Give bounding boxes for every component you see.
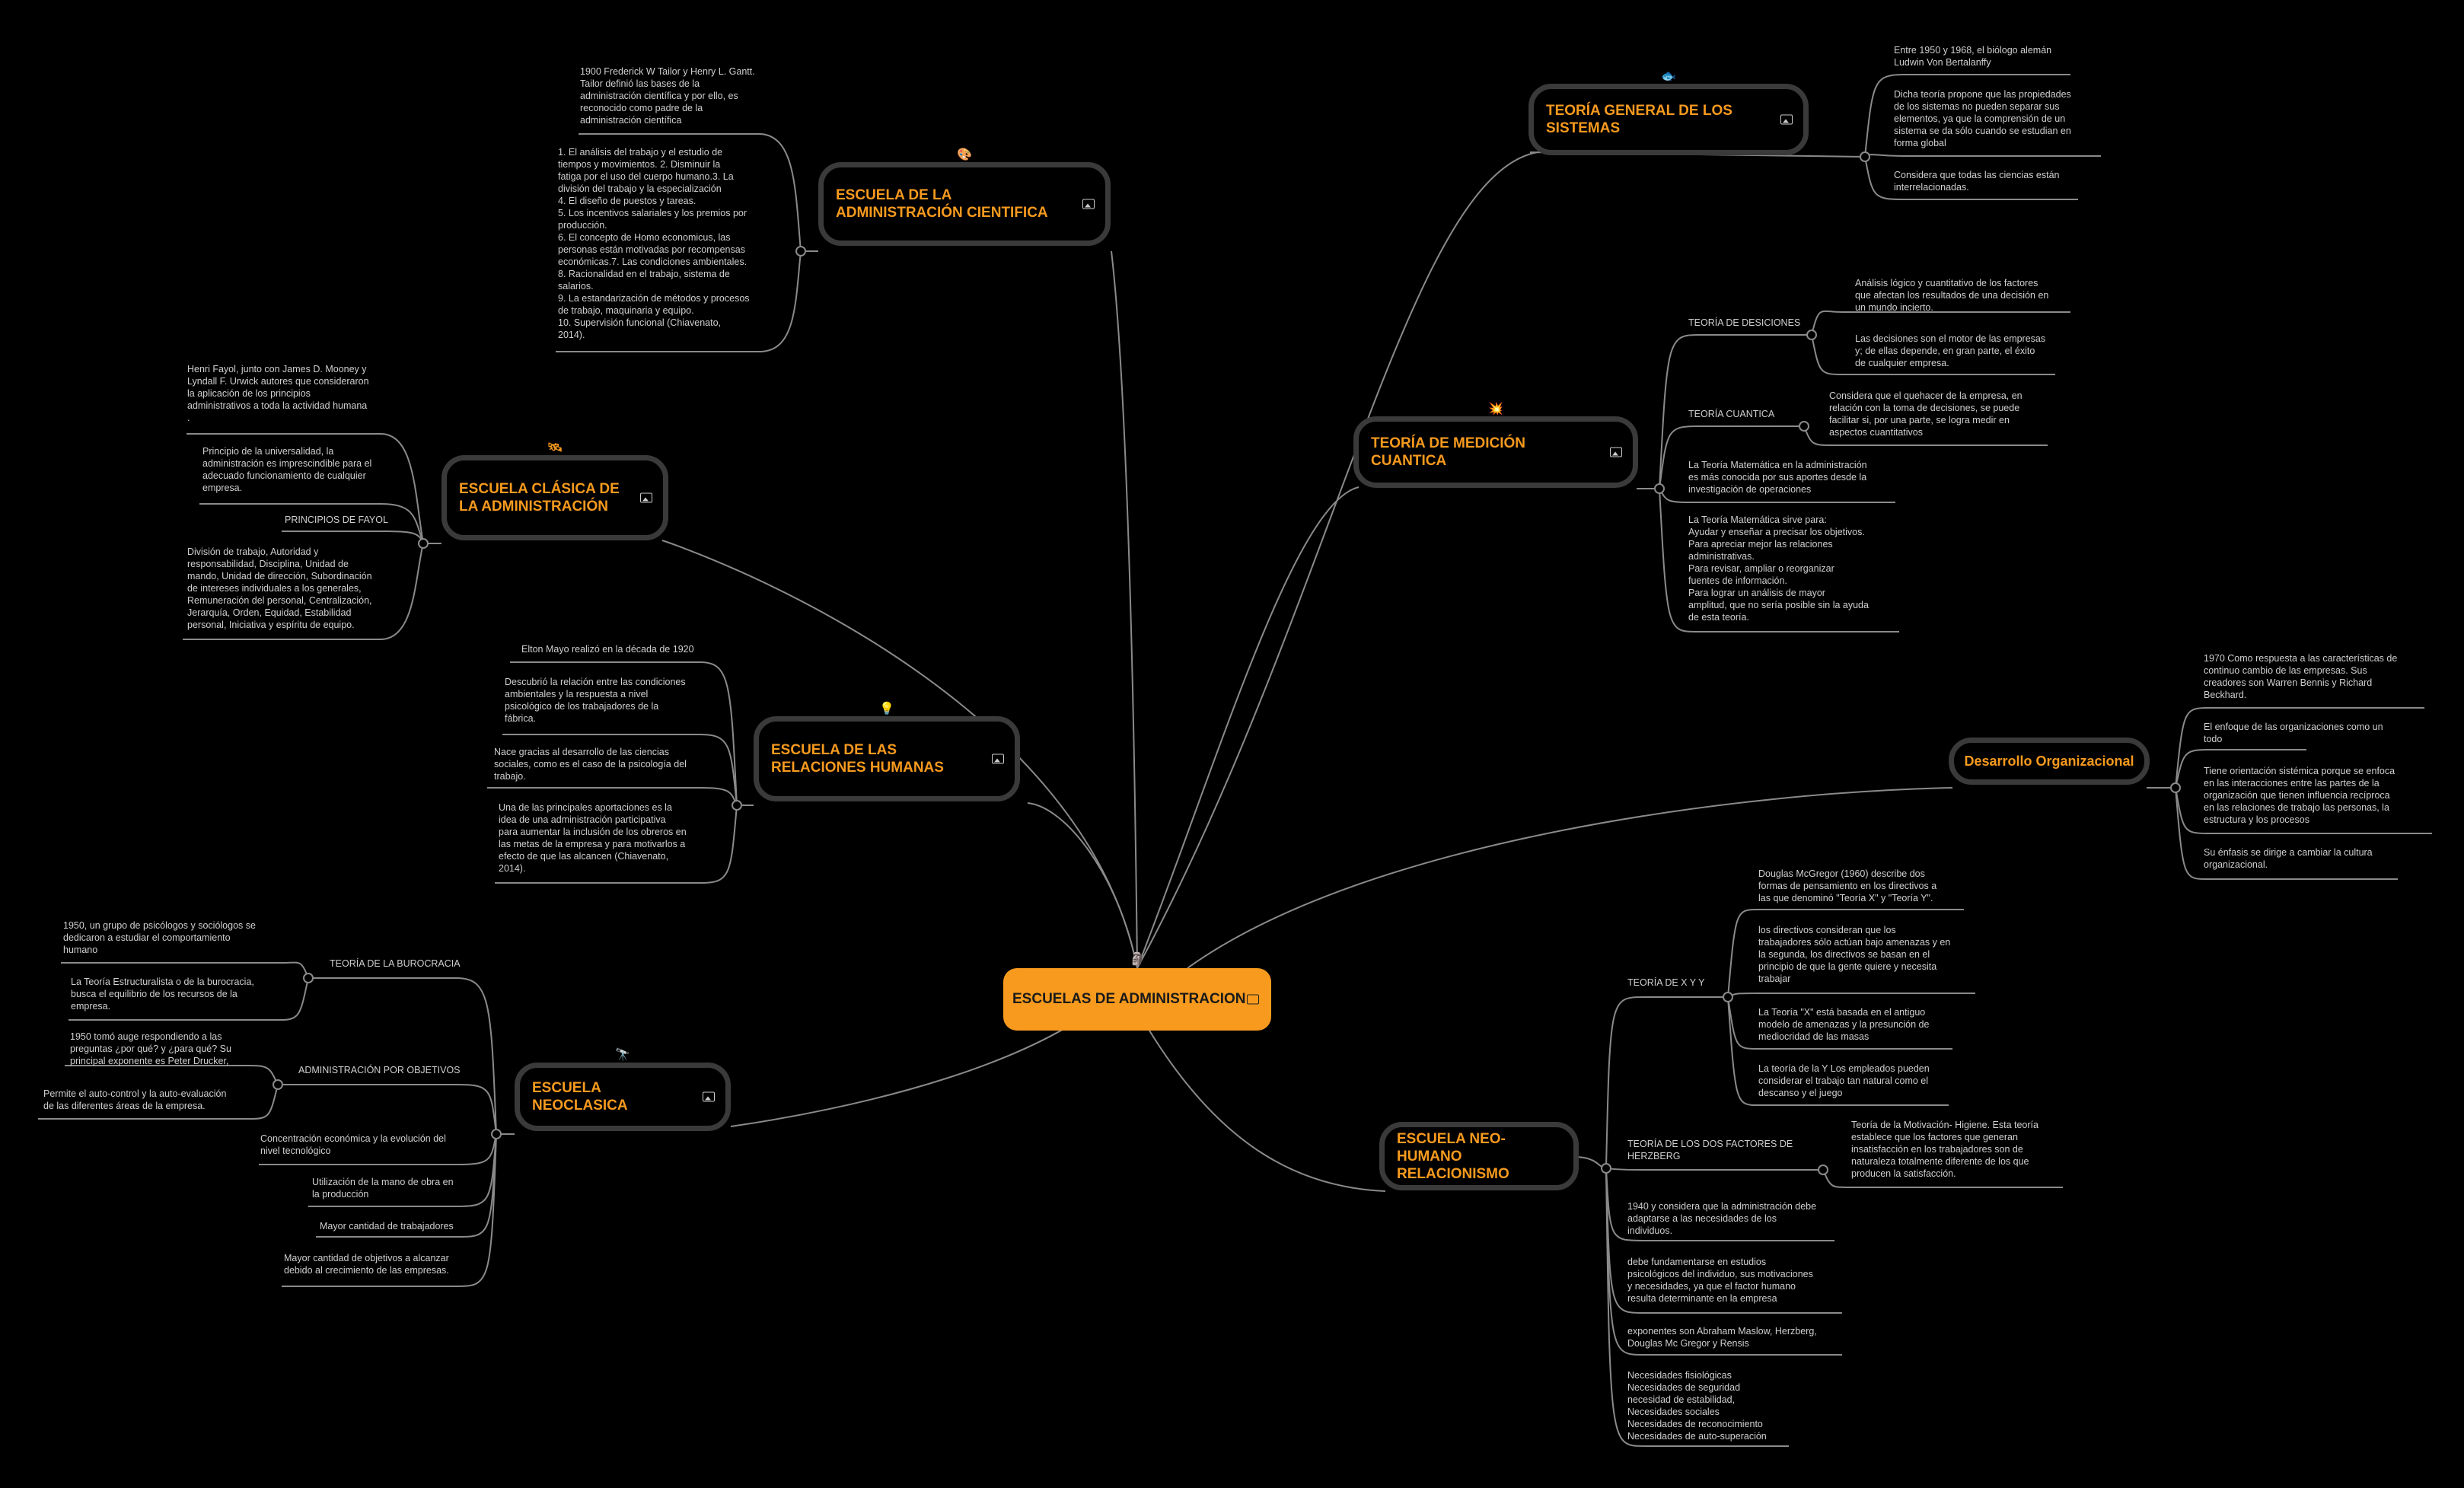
leaf-text: Elton Mayo realizó en la década de 1920 xyxy=(521,644,694,655)
leaf-text: 1950, un grupo de psicólogos y sociólogo… xyxy=(63,920,256,955)
image-icon[interactable] xyxy=(1780,114,1793,125)
image-icon[interactable] xyxy=(1247,994,1259,1005)
leaf-text: Mayor cantidad de objetivos a alcanzar d… xyxy=(284,1253,449,1276)
node-title: TEORÍA DE MEDICIÓN CUANTICA xyxy=(1371,435,1526,469)
palette-emoji-icon: 🎨 xyxy=(957,148,972,161)
node-title: ESCUELA NEO-HUMANO RELACIONISMO xyxy=(1397,1130,1509,1182)
leaf-text: Teoría de la Motivación- Higiene. Esta t… xyxy=(1851,1120,2038,1179)
leaf-text: Análisis lógico y cuantitativo de los fa… xyxy=(1855,278,2049,313)
leaf-text: La Teoría Matemática en la administració… xyxy=(1688,460,1867,495)
fish-emoji-icon: 🐟 xyxy=(1661,70,1676,83)
leaf-text: El enfoque de las organizaciones como un… xyxy=(2204,722,2383,744)
image-icon[interactable] xyxy=(1610,447,1622,457)
bulb-emoji-icon: 💡 xyxy=(879,703,894,715)
leaf-text: La Teoría Estructuralista o de la burocr… xyxy=(71,977,254,1012)
subtopic-objetivos[interactable]: ADMINISTRACIÓN POR OBJETIVOS xyxy=(298,1065,461,1075)
root-node[interactable]: 🗿 ESCUELAS DE ADMINISTRACION xyxy=(1003,953,1271,1031)
image-icon[interactable] xyxy=(1082,199,1095,209)
leaf-text: Tiene orientación sistémica porque se en… xyxy=(2204,766,2395,825)
leaf-text: Entre 1950 y 1968, el biólogo alemán Lud… xyxy=(1894,45,2052,68)
node-escuela-neoclasica[interactable]: 🔭 ESCUELA NEOCLASICA xyxy=(515,1049,731,1131)
leaf-text: Utilización de la mano de obra en la pro… xyxy=(312,1177,454,1200)
leaf-text: Las decisiones son el motor de las empre… xyxy=(1855,333,2046,368)
leaf-text: exponentes son Abraham Maslow, Herzberg,… xyxy=(1627,1326,1817,1349)
leaf-text: La Teoría "X" está basada en el antiguo … xyxy=(1758,1007,1930,1042)
leaf-text: Necesidades fisiológicas Necesidades de … xyxy=(1627,1370,1767,1442)
subtopic-label: PRINCIPIOS DE FAYOL xyxy=(285,515,388,525)
subtopic-desiciones[interactable]: TEORÍA DE DESICIONES xyxy=(1688,317,1801,328)
node-escuela-neo-humano[interactable]: ESCUELA NEO-HUMANO RELACIONISMO xyxy=(1379,1122,1579,1190)
node-escuela-clasica[interactable]: 🛰 ESCUELA CLÁSICA DE LA ADMINISTRACIÓN xyxy=(441,441,668,540)
leaf-text: Una de las principales aportaciones es l… xyxy=(499,802,687,874)
leaf-text: 1. El análisis del trabajo y el estudio … xyxy=(558,147,750,340)
leaf-text: 1950 tomó auge respondiendo a las pregun… xyxy=(70,1031,231,1066)
node-title: ESCUELA CLÁSICA DE LA ADMINISTRACIÓN xyxy=(459,481,620,515)
leaf-text: Concentración económica y la evolución d… xyxy=(260,1133,446,1156)
node-teoria-sistemas[interactable]: 🐟 TEORÍA GENERAL DE LOS SISTEMAS xyxy=(1528,70,1809,155)
leaf-text: Su énfasis se dirige a cambiar la cultur… xyxy=(2204,847,2373,870)
leaf-text: Henri Fayol, junto con James D. Mooney y… xyxy=(187,364,369,423)
telescope-emoji-icon: 🔭 xyxy=(615,1049,630,1062)
node-title: ESCUELA DE LAS RELACIONES HUMANAS xyxy=(771,742,944,776)
node-escuela-cientifica[interactable]: 🎨 ESCUELA DE LA ADMINISTRACIÓN CIENTIFIC… xyxy=(818,148,1111,246)
node-title: ESCUELA DE LA ADMINISTRACIÓN CIENTIFICA xyxy=(836,187,1048,221)
leaf-text: Mayor cantidad de trabajadores xyxy=(320,1221,454,1232)
node-desarrollo-organizacional[interactable]: Desarrollo Organizacional xyxy=(1949,738,2150,785)
leaf-text: Considera que todas las ciencias están i… xyxy=(1894,170,2060,193)
leaf-text: Douglas McGregor (1960) describe dos for… xyxy=(1758,868,1937,903)
subtopic-x-y[interactable]: TEORÍA DE X Y Y xyxy=(1627,977,1705,988)
leaf-text: Permite el auto-control y la auto-evalua… xyxy=(43,1088,227,1111)
node-title: Desarrollo Organizacional xyxy=(1964,753,2134,769)
leaf-text: los directivos consideran que los trabaj… xyxy=(1758,925,1951,984)
image-icon[interactable] xyxy=(703,1091,715,1102)
node-title: ESCUELA NEOCLASICA xyxy=(532,1080,628,1114)
leaf-text: La teoría de la Y Los empleados pueden c… xyxy=(1758,1063,1930,1098)
node-escuela-relaciones-humanas[interactable]: 💡 ESCUELA DE LAS RELACIONES HUMANAS xyxy=(754,703,1020,801)
satellite-emoji-icon: 🛰 xyxy=(547,441,563,454)
leaf-text: Descubrió la relación entre las condicio… xyxy=(505,677,686,724)
burst-emoji-icon: 💥 xyxy=(1488,403,1503,416)
root-label: ESCUELAS DE ADMINISTRACION xyxy=(1012,991,1246,1007)
image-icon[interactable] xyxy=(992,754,1004,764)
leaf-text: Considera que el quehacer de la empresa,… xyxy=(1829,390,2023,438)
node-teoria-medicion-cuantica[interactable]: 💥 TEORÍA DE MEDICIÓN CUANTICA xyxy=(1353,403,1638,488)
root-emoji: 🗿 xyxy=(1130,953,1145,966)
subtopic-burocracia[interactable]: TEORÍA DE LA BUROCRACIA xyxy=(330,958,461,969)
leaf-text: debe fundamentarse en estudios psicológi… xyxy=(1627,1257,1813,1304)
subtopic-cuantica[interactable]: TEORÍA CUANTICA xyxy=(1688,409,1775,419)
leaf-text: 1970 Como respuesta a las característica… xyxy=(2204,653,2398,700)
leaf-text: Nace gracias al desarrollo de las cienci… xyxy=(494,747,687,782)
leaf-text: 1900 Frederick W Tailor y Henry L. Gantt… xyxy=(580,66,755,126)
subtopic-herzberg[interactable]: TEORÍA DE LOS DOS FACTORES DE HERZBERG xyxy=(1627,1139,1793,1161)
node-title: TEORÍA GENERAL DE LOS SISTEMAS xyxy=(1546,103,1732,136)
leaf-text: 1940 y considera que la administración d… xyxy=(1627,1201,1817,1236)
leaf-text: División de trabajo, Autoridad y respons… xyxy=(187,546,372,630)
leaf-text: Dicha teoría propone que las propiedades… xyxy=(1894,89,2071,148)
leaf-text: Principio de la universalidad, la admini… xyxy=(202,446,372,493)
image-icon[interactable] xyxy=(640,492,652,503)
leaf-text: La Teoría Matemática sirve para: Ayudar … xyxy=(1688,515,1869,623)
